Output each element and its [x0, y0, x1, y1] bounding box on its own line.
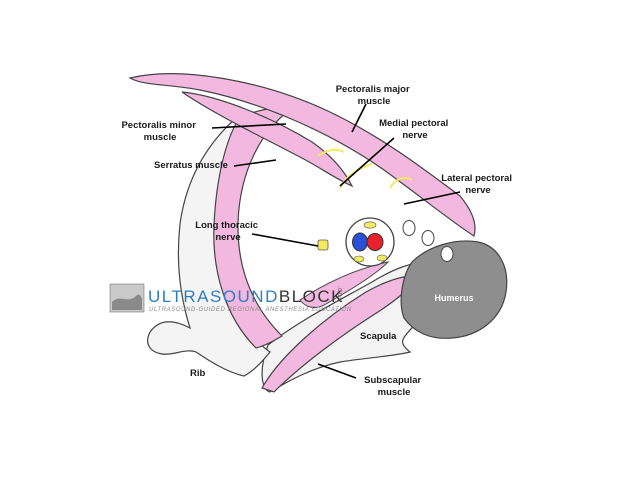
label-medial-pectoral-line1: Medial pectoral [379, 118, 448, 129]
label-serratus-muscle: Serratus muscle [154, 160, 228, 171]
leader-subscapular [317, 363, 357, 379]
leader-serratus [233, 159, 277, 167]
leader-lateral-pectoral [403, 191, 461, 205]
label-medial-pectoral-nerve: Medial pectoral nerve [379, 118, 451, 141]
label-lateral-pectoral-line1: Lateral pectoral [441, 173, 512, 184]
nerve-cord-bottom-right [376, 254, 388, 262]
leader-long-thoracic [251, 233, 319, 247]
humerus-bone [400, 240, 508, 339]
pectoralis-minor-shape [181, 91, 354, 188]
label-pectoralis-major-line2: muscle [358, 96, 391, 107]
lateral-pectoral-nerve-branch [389, 177, 413, 189]
ultrasoundblock-logo: ULTRASOUNDBLOCK .COM ULTRASOUND-GUIDED R… [109, 283, 352, 313]
label-long-thoracic-line1: Long thoracic [195, 220, 258, 231]
subscapular-muscle-shape-2 [299, 261, 390, 308]
small-node-2 [421, 230, 435, 246]
label-humerus: Humerus [434, 293, 473, 303]
logo-brand-part2: BLOCK [279, 287, 344, 306]
logo-brand-part1: ULTRASOUND [148, 287, 279, 306]
serratus-muscle-shape [213, 107, 292, 349]
label-subscapular-muscle: Subscapular muscle [364, 375, 424, 398]
axillary-vein [352, 232, 368, 252]
logo-com-text: .COM [336, 286, 342, 302]
nerve-cord-top [363, 221, 377, 229]
logo-brand-text: ULTRASOUNDBLOCK [148, 287, 344, 306]
pectoralis-major-shape [128, 73, 476, 237]
leader-medial-pectoral [339, 137, 395, 187]
small-node-1 [402, 220, 416, 236]
leader-pectoralis-major [351, 103, 367, 133]
label-rib: Rib [190, 368, 206, 379]
nerve-cord-bottom-left [353, 255, 365, 263]
axillary-artery [366, 233, 384, 251]
label-long-thoracic-line2: nerve [215, 232, 240, 243]
label-scapula: Scapula [360, 331, 397, 342]
logo-tagline: ULTRASOUND-GUIDED REGIONAL ANESTHESIA ED… [149, 307, 352, 313]
long-thoracic-nerve-marker [317, 239, 329, 251]
label-pectoralis-major-line1: Pectoralis major [336, 84, 410, 95]
label-pectoralis-minor-line1: Pectoralis minor [121, 120, 196, 131]
label-pectoralis-major: Pectoralis major muscle [336, 84, 413, 107]
pectoral-nerve-branch-2 [317, 148, 345, 157]
label-subscapular-line2: muscle [378, 387, 411, 398]
logo-thumbnail-pattern [112, 294, 142, 310]
small-node-3 [440, 246, 454, 262]
leader-pectoralis-minor [211, 123, 287, 129]
label-lateral-pectoral-line2: nerve [465, 185, 490, 196]
label-medial-pectoral-line2: nerve [402, 130, 427, 141]
label-pectoralis-minor-line2: muscle [144, 132, 177, 143]
label-pectoralis-minor: Pectoralis minor muscle [121, 120, 198, 143]
label-subscapular-line1: Subscapular [364, 375, 421, 386]
label-long-thoracic-nerve: Long thoracic nerve [195, 220, 260, 243]
label-lateral-pectoral-nerve: Lateral pectoral nerve [441, 173, 514, 196]
